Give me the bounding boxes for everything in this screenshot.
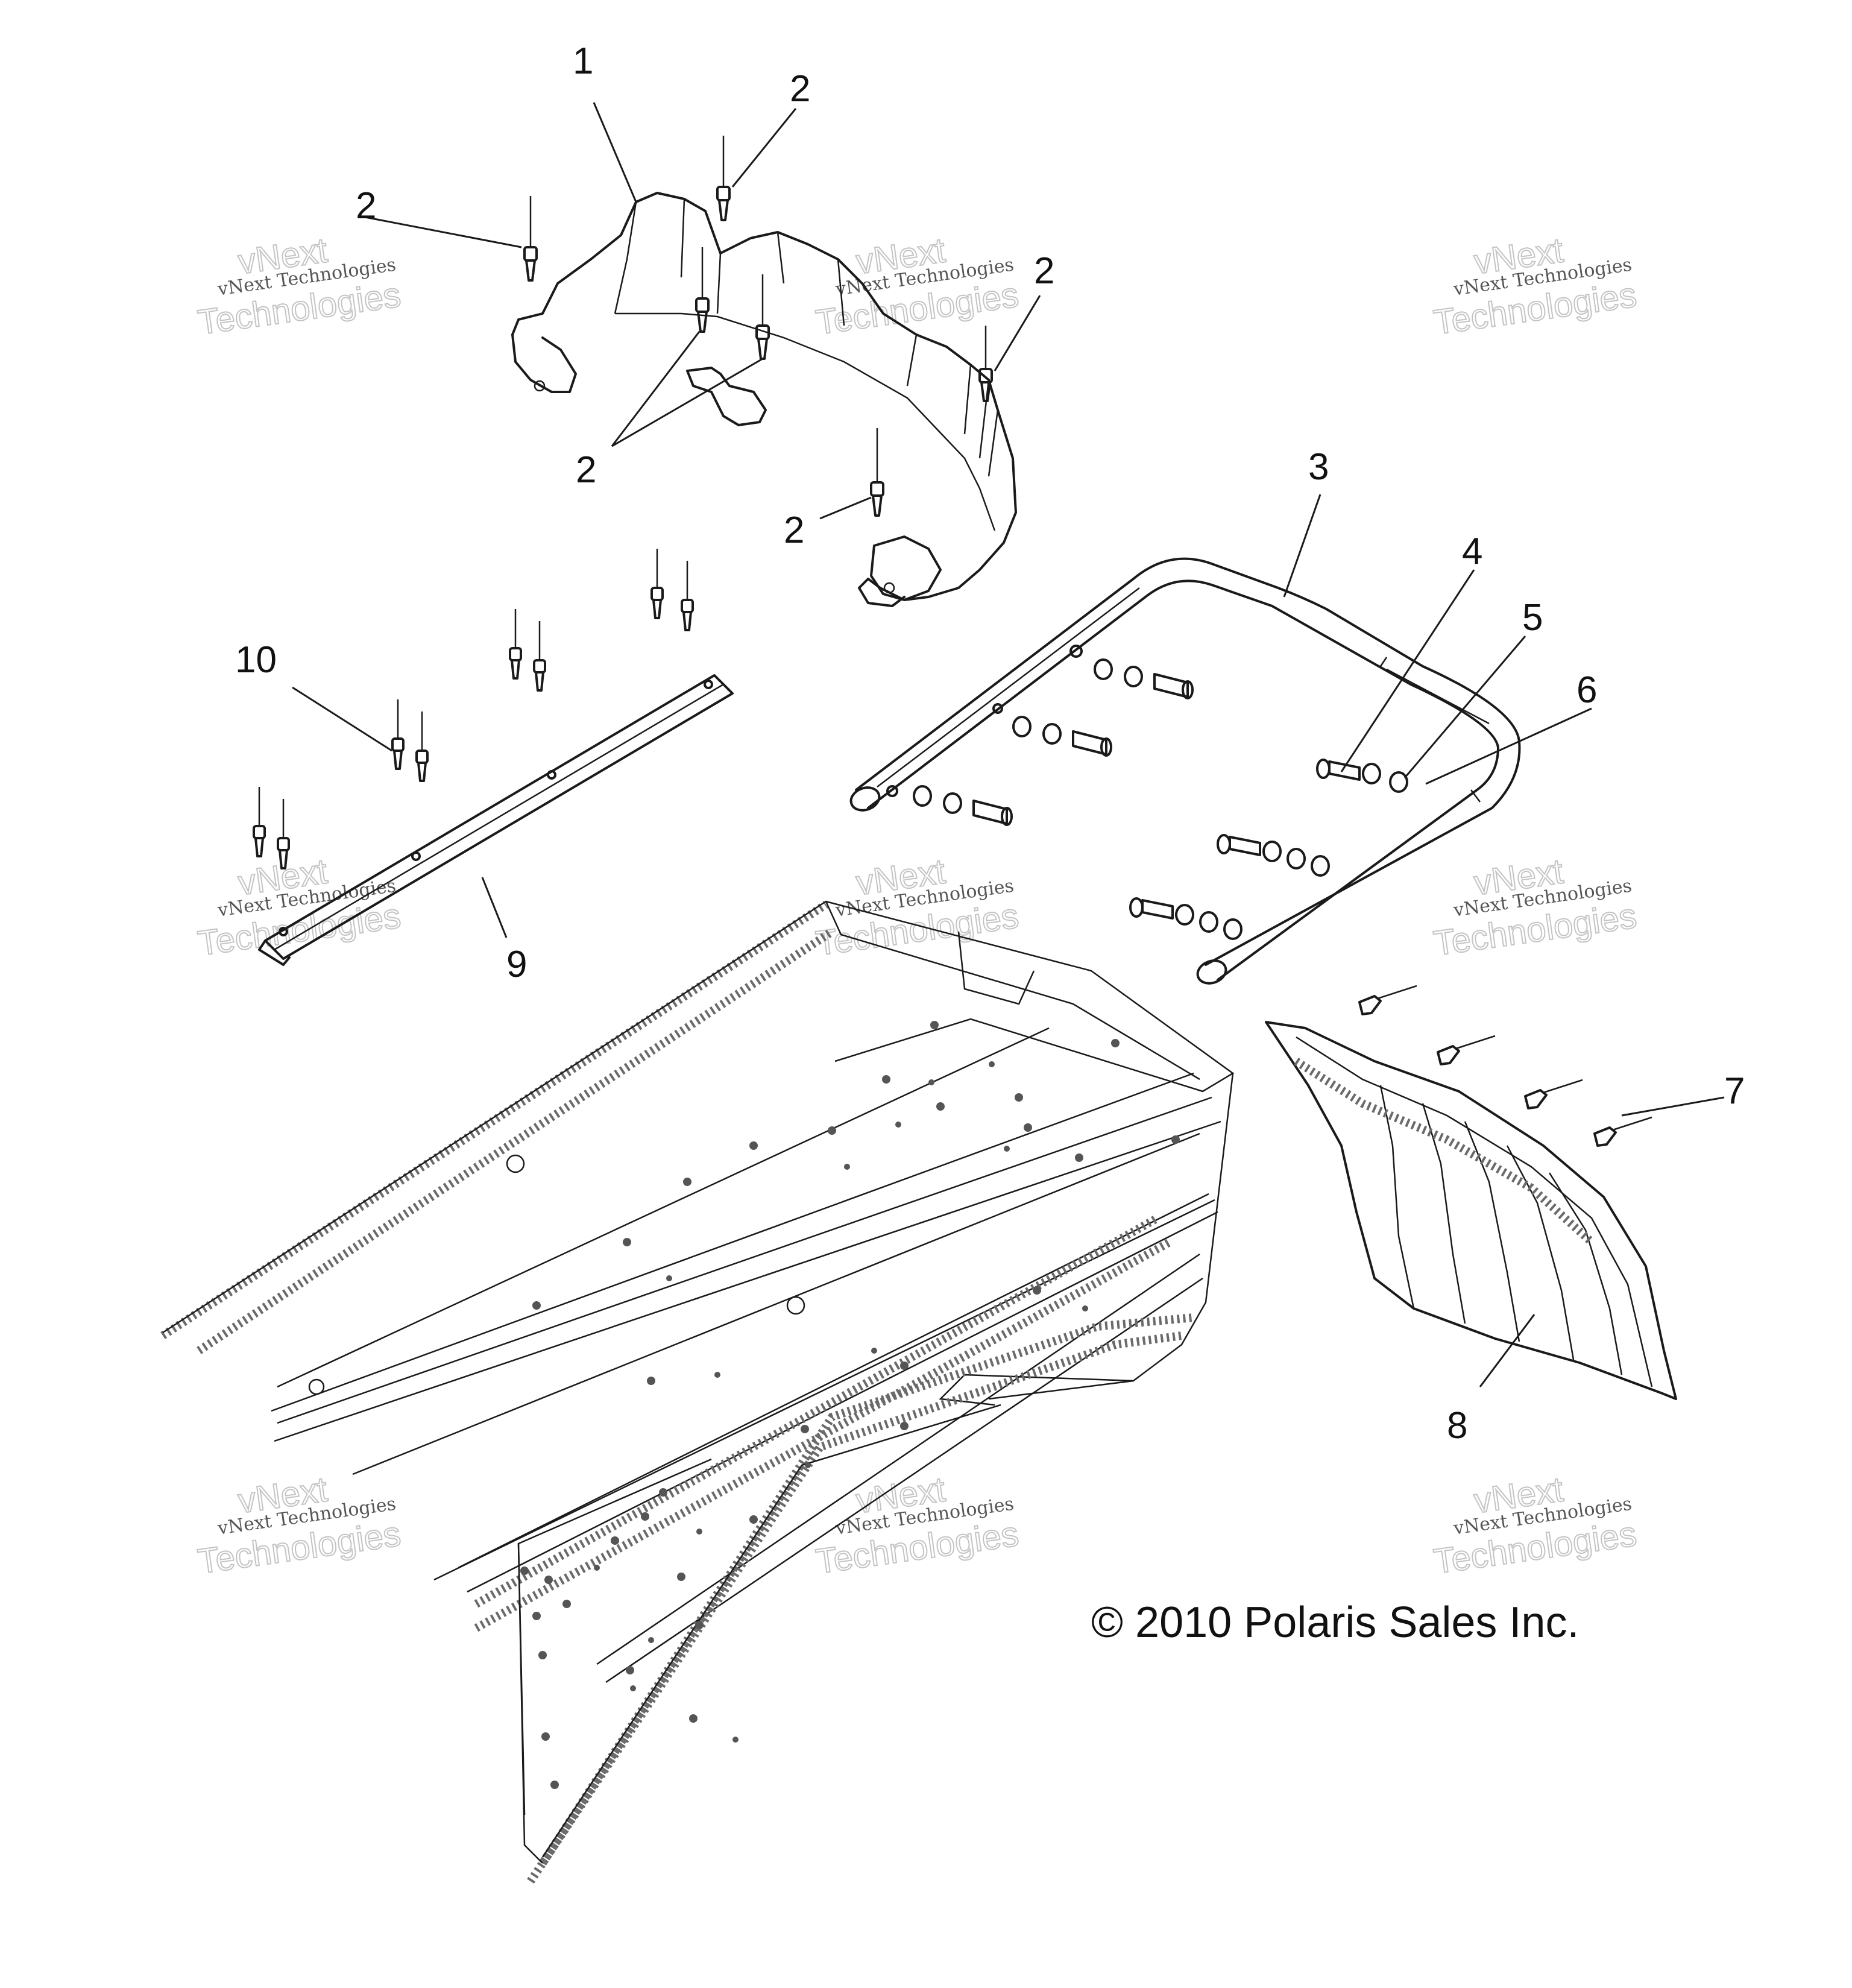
callout-3: 3 — [1308, 446, 1329, 488]
watermark: vNext Technologies vNext Technologies — [813, 851, 1021, 964]
rivets-flap — [1358, 985, 1652, 1147]
callout-9: 9 — [506, 944, 527, 985]
callout-10: 10 — [235, 639, 277, 681]
callout-7: 7 — [1724, 1070, 1745, 1112]
tunnel-chassis — [160, 900, 1235, 1884]
rivet — [509, 609, 522, 680]
part-rear-cover — [511, 192, 1017, 607]
watermark: vNext Technologies vNext Technologies — [195, 230, 403, 342]
callout-2: 2 — [576, 449, 596, 491]
watermarks: vNext Technologies vNext Technologies vN… — [195, 230, 1639, 1582]
copyright-notice: © 2010 Polaris Sales Inc. — [1091, 1598, 1579, 1647]
callout-5: 5 — [1522, 597, 1543, 639]
callout-2: 2 — [356, 185, 376, 227]
callout-2: 2 — [784, 510, 804, 551]
callout-labels: 1 2 2 2 2 2 3 4 5 6 7 8 9 10 — [235, 40, 1745, 1447]
bolt-set — [1316, 759, 1408, 793]
watermark: vNext Technologies vNext Technologies — [195, 1469, 403, 1582]
bolt-set — [1129, 897, 1243, 940]
callout-2: 2 — [1034, 250, 1054, 292]
watermark: vNext Technologies vNext Technologies — [1431, 1469, 1639, 1582]
part-snow-flap — [1265, 1021, 1677, 1400]
rivet — [650, 549, 664, 619]
rivet — [681, 561, 694, 631]
rivet — [978, 326, 993, 402]
rivet — [415, 712, 429, 782]
rivet — [277, 799, 290, 869]
callout-2: 2 — [790, 68, 810, 110]
callout-4: 4 — [1462, 531, 1482, 572]
watermark: vNext Technologies vNext Technologies — [1431, 851, 1639, 964]
rivet — [533, 621, 546, 692]
bolt-set — [913, 785, 1013, 826]
watermark: vNext Technologies vNext Technologies — [195, 851, 403, 964]
rivet — [755, 274, 770, 360]
bolt-set — [1012, 716, 1112, 757]
callout-1: 1 — [573, 40, 593, 82]
rivet — [870, 428, 884, 517]
watermark: vNext Technologies vNext Technologies — [813, 1469, 1021, 1582]
bolt-set — [1217, 834, 1330, 877]
callout-8: 8 — [1447, 1405, 1467, 1447]
rivets-rail — [253, 549, 694, 869]
bolt-set — [1094, 658, 1194, 699]
tunnel-holes — [520, 1021, 1180, 1789]
rivet — [1593, 1116, 1652, 1147]
watermark: vNext Technologies vNext Technologies — [813, 230, 1021, 342]
rivet — [716, 136, 731, 221]
callout-6: 6 — [1576, 669, 1597, 711]
rivet — [695, 247, 710, 333]
watermark: vNext Technologies vNext Technologies — [1431, 230, 1639, 342]
part-grab-bar — [849, 557, 1521, 985]
rivet — [391, 699, 405, 770]
rivet — [253, 787, 266, 857]
rivet — [1437, 1035, 1496, 1065]
rivet — [1358, 985, 1417, 1015]
bolt-sets — [913, 658, 1408, 940]
rivet — [1524, 1079, 1583, 1109]
rivet — [523, 196, 538, 282]
part-rail — [258, 674, 734, 966]
leader-lines — [292, 102, 1725, 1387]
